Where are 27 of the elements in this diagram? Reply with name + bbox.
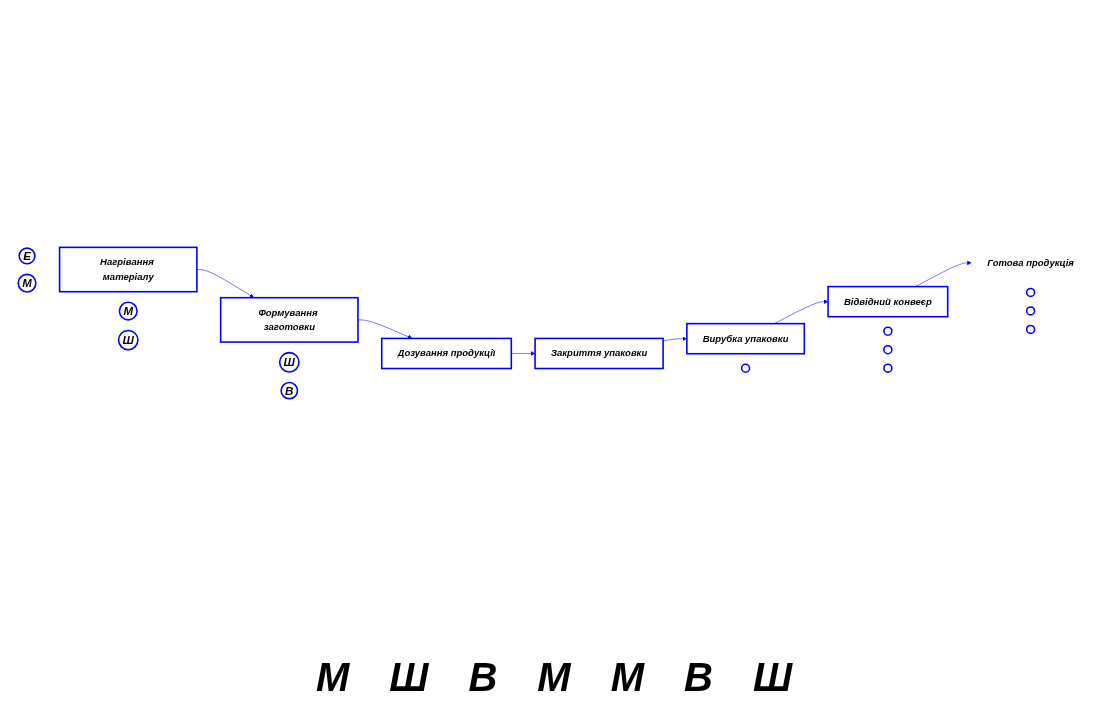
node-box: Закриття упаковки: [534, 337, 664, 370]
node-box: Дозування продукції: [380, 337, 513, 370]
node-text: Готова продукція: [987, 257, 1074, 269]
letter-label: Ш: [389, 655, 429, 700]
node-circle: М: [17, 273, 37, 293]
node-circle: М: [118, 301, 138, 321]
letter-label: М: [315, 655, 350, 700]
letter-label: М: [610, 655, 644, 700]
node-circle: [1025, 306, 1036, 316]
node-circle: В: [280, 381, 299, 400]
letter-label: В: [468, 655, 498, 700]
node-box: Вирубка упаковки: [686, 323, 806, 355]
node-circle: [1025, 324, 1036, 335]
node-circle: Ш: [117, 329, 139, 351]
node-box: Відвідний конвеєр: [827, 286, 949, 318]
letter-label: Ш: [752, 655, 793, 700]
node-circle: [883, 363, 893, 374]
node-circle: [883, 326, 893, 337]
node-box: Нагрівання матеріалу: [58, 246, 198, 293]
node-circle: [740, 363, 751, 374]
node-box: Формування заготовки: [219, 297, 359, 344]
node-circle: Е: [18, 247, 36, 265]
node-circle: [1025, 287, 1036, 298]
node-circle: Ш: [278, 352, 300, 373]
letter-label: М: [537, 655, 571, 700]
node-circle: [883, 345, 893, 355]
letter-label: В: [684, 655, 713, 700]
